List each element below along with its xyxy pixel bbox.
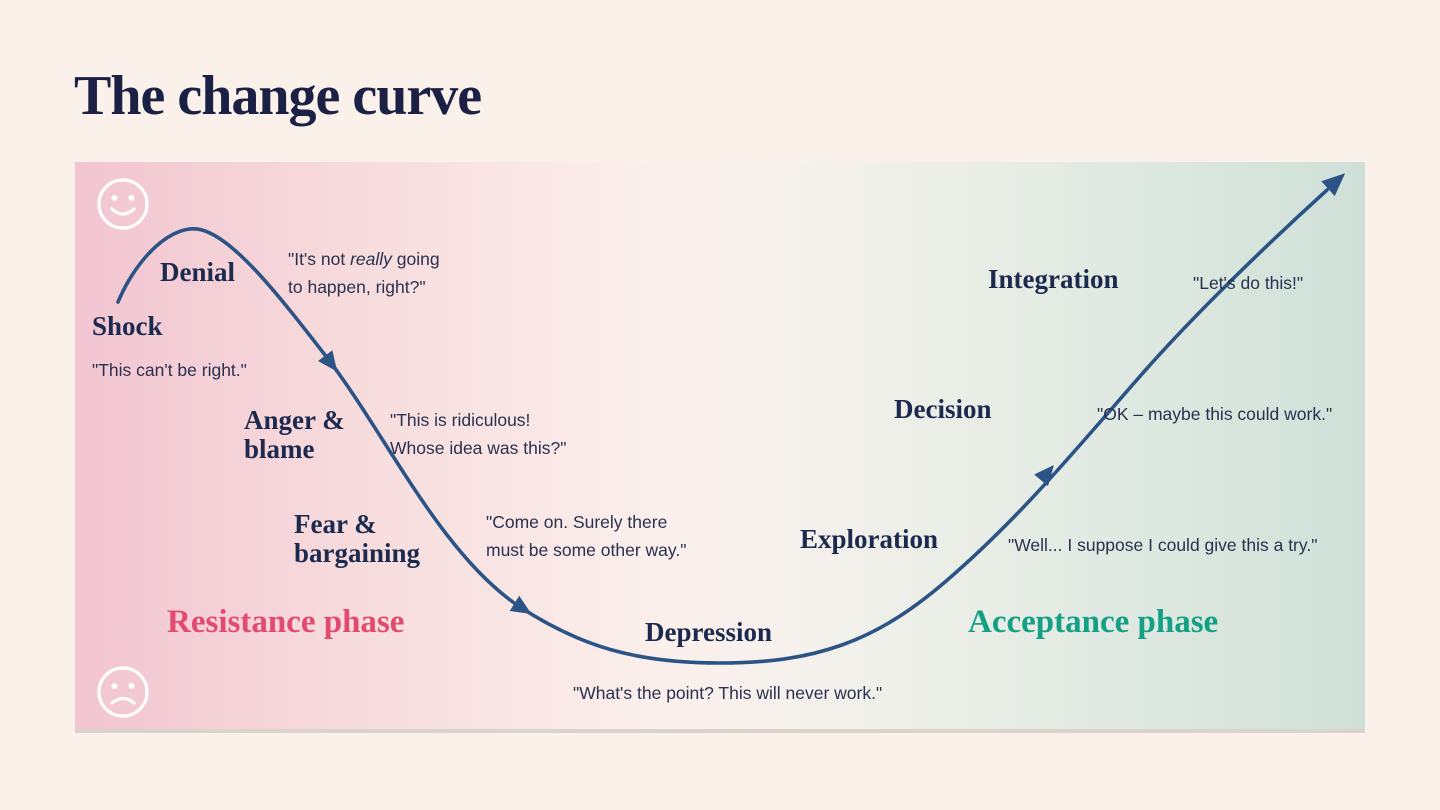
curve-arrowhead <box>1034 464 1054 487</box>
stage-label-anger-blame: Anger & blame <box>244 405 345 464</box>
quote-denial-post: going <box>391 249 440 269</box>
quote-fear-bargaining: "Come on. Surely there must be some othe… <box>486 512 687 560</box>
smiley-face-icon <box>97 178 149 230</box>
stage-label-denial: Denial <box>160 257 236 287</box>
stage-label-fear-bargaining: Fear & bargaining <box>294 509 421 568</box>
quote-denial-emphasis: really <box>350 249 392 269</box>
stage-label-exploration: Exploration <box>800 524 939 554</box>
quote-exploration: "Well... I suppose I could give this a t… <box>1008 535 1318 555</box>
curve-arrowhead <box>318 350 338 372</box>
change-curve-plot <box>116 173 1346 665</box>
page-title: The change curve <box>74 65 482 127</box>
stage-label-decision: Decision <box>894 394 992 424</box>
stage-label-depression: Depression <box>645 617 773 647</box>
acceptance-phase-label: Acceptance phase <box>968 604 1219 640</box>
stage-label-shock: Shock <box>92 311 163 341</box>
curve-arrowhead <box>509 595 532 615</box>
resistance-phase-label: Resistance phase <box>167 604 405 640</box>
quote-depression: "What's the point? This will never work.… <box>573 683 883 703</box>
quote-denial-pre: "It's not <box>288 249 351 269</box>
quote-anger-blame: "This is ridiculous! Whose idea was this… <box>390 410 567 458</box>
quote-shock: "This can't be right." <box>92 360 247 380</box>
change-curve-line <box>116 188 1329 665</box>
curve-arrowhead <box>1321 173 1346 197</box>
quote-decision: "OK – maybe this could work." <box>1097 404 1333 424</box>
quote-denial: "It's not really going to happen, right?" <box>288 245 440 301</box>
sad-face-icon <box>97 666 149 718</box>
quote-integration: "Let's do this!" <box>1193 273 1304 293</box>
change-curve-diagram: Shock "This can't be right." Denial "It'… <box>75 162 1365 733</box>
quote-denial-line2: to happen, right?" <box>288 277 426 297</box>
stage-label-integration: Integration <box>988 264 1119 294</box>
